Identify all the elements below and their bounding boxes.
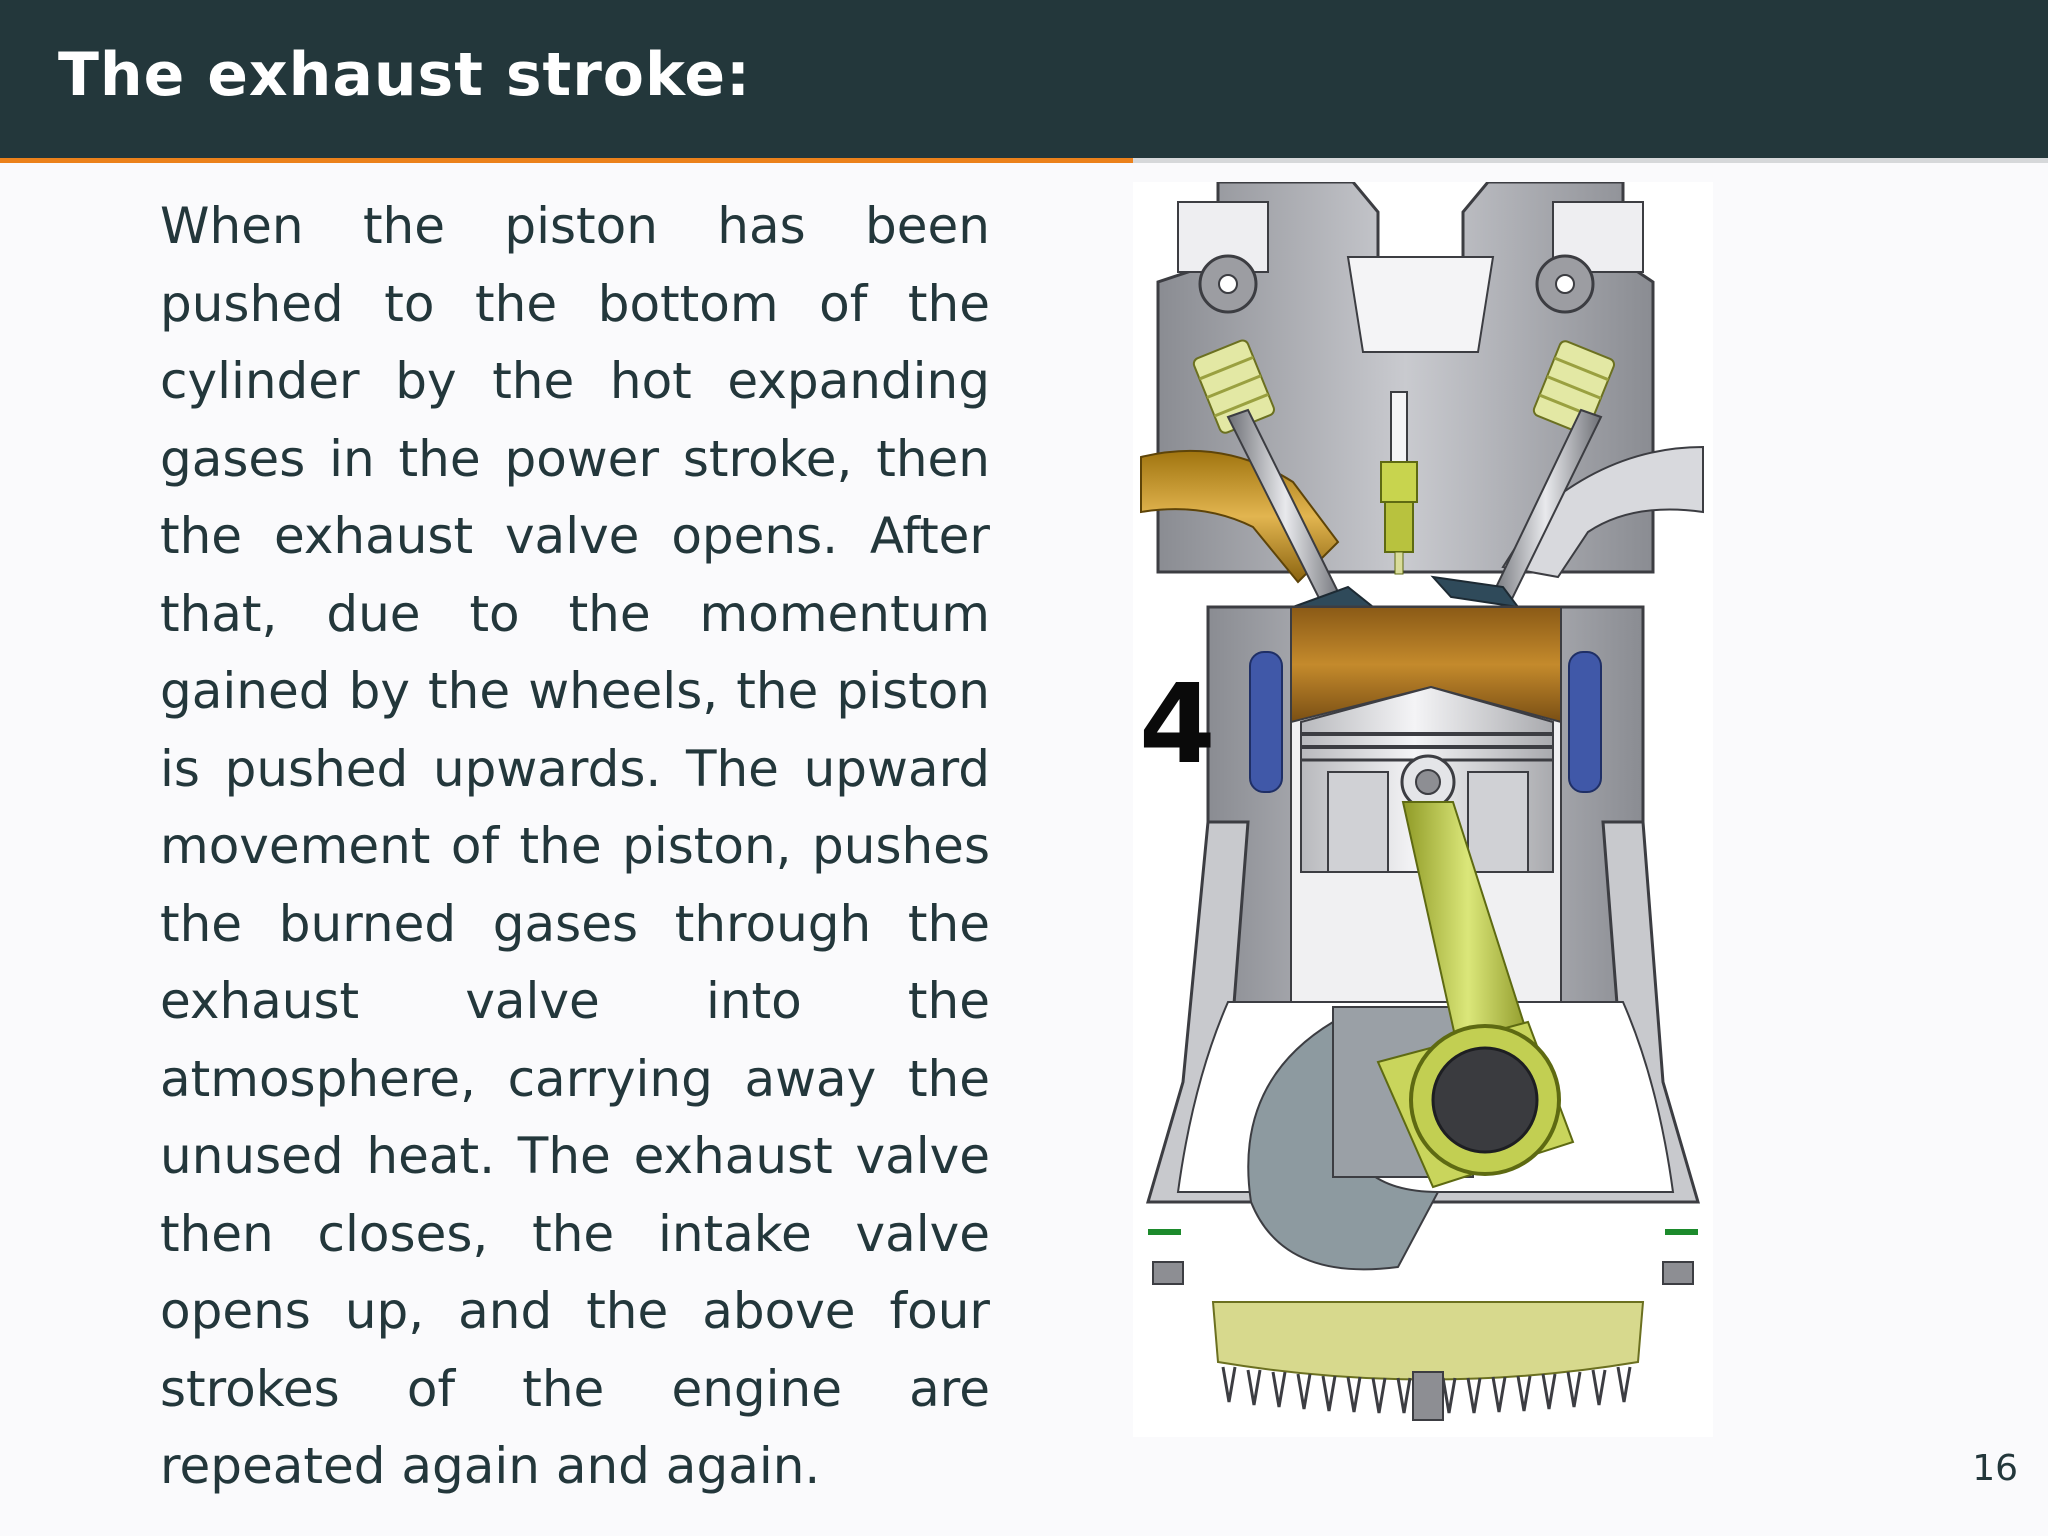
engine-figure: 4 — [1133, 180, 1713, 1437]
body-paragraph: When the piston has been pushed to the b… — [160, 197, 990, 1495]
slide-header: The exhaust stroke: — [0, 0, 2048, 158]
stroke-number-label: 4 — [1139, 660, 1216, 788]
progress-bar-fill — [0, 158, 1133, 163]
engine-cutaway-icon: 4 — [1139, 180, 1704, 1421]
slide-title: The exhaust stroke: — [58, 40, 752, 110]
progress-bar — [0, 158, 2048, 163]
page-number: 16 — [1972, 1448, 2018, 1489]
